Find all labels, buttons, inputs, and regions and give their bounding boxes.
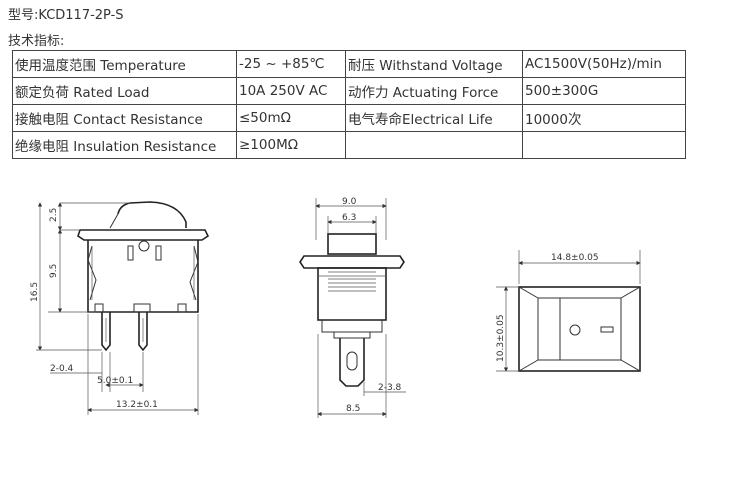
specs-heading: 技术指标: xyxy=(8,34,65,49)
table-cell: 10A 250V AC xyxy=(236,77,346,105)
dim-label: 5.0±0.1 xyxy=(97,376,133,386)
dim-label: 8.5 xyxy=(346,404,360,414)
indicator-bar xyxy=(600,326,614,333)
spec-table: 使用温度范围 Temperature -25 ~ +85℃ 耐压 Withsta… xyxy=(12,50,686,159)
table-cell: ≥100MΩ xyxy=(236,131,346,159)
dim-label: 9.5 xyxy=(49,264,59,278)
table-row: 使用温度范围 Temperature -25 ~ +85℃ 耐压 Withsta… xyxy=(12,50,686,78)
dim-label: 9.0 xyxy=(342,197,357,207)
indicator-circle xyxy=(569,324,581,336)
table-cell: AC1500V(50Hz)/min xyxy=(522,50,686,78)
model-number: 型号:KCD117-2P-S xyxy=(8,8,124,23)
table-cell xyxy=(522,131,686,159)
table-cell: 耐压 Withstand Voltage xyxy=(345,50,523,78)
outer-frame xyxy=(518,286,641,372)
table-cell: 接触电阻 Contact Resistance xyxy=(12,104,237,132)
table-cell: 使用温度范围 Temperature xyxy=(12,50,237,78)
bezel-outline xyxy=(77,229,210,241)
dim-label: 13.2±0.1 xyxy=(116,400,158,410)
dim-label: 14.8±0.05 xyxy=(551,253,599,263)
side-view: 2.5 9.5 16.5 2-0.4 5.0±0.1 13.2±0.1 xyxy=(30,201,210,415)
dim-label: 10.3±0.05 xyxy=(496,314,506,362)
dim-label: 6.3 xyxy=(342,213,356,223)
table-row: 绝缘电阻 Insulation Resistance ≥100MΩ xyxy=(12,131,686,159)
table-cell: 动作力 Actuating Force xyxy=(345,77,523,105)
front-view: 9.0 6.3 2-3.8 8.5 xyxy=(299,197,406,418)
table-cell: 绝缘电阻 Insulation Resistance xyxy=(12,131,237,159)
table-cell: 500±300G xyxy=(522,77,686,105)
pin-outline xyxy=(101,312,111,352)
dim-label: 2-3.8 xyxy=(378,383,402,393)
top-view: 14.8±0.05 10.3±0.05 xyxy=(496,250,641,372)
bezel-outline xyxy=(299,255,405,269)
dim-label: 16.5 xyxy=(30,282,40,302)
pin-outline xyxy=(339,338,365,387)
table-cell xyxy=(345,131,523,159)
inner-frame xyxy=(537,297,622,361)
rocker-outline xyxy=(327,233,377,255)
table-cell: 额定负荷 Rated Load xyxy=(12,77,237,105)
dim-label: 2-0.4 xyxy=(50,364,74,374)
table-row: 额定负荷 Rated Load 10A 250V AC 动作力 Actuatin… xyxy=(12,77,686,105)
table-cell: ≤50mΩ xyxy=(236,104,346,132)
rocker-outline xyxy=(117,201,187,228)
dim-label: 2.5 xyxy=(49,208,59,222)
